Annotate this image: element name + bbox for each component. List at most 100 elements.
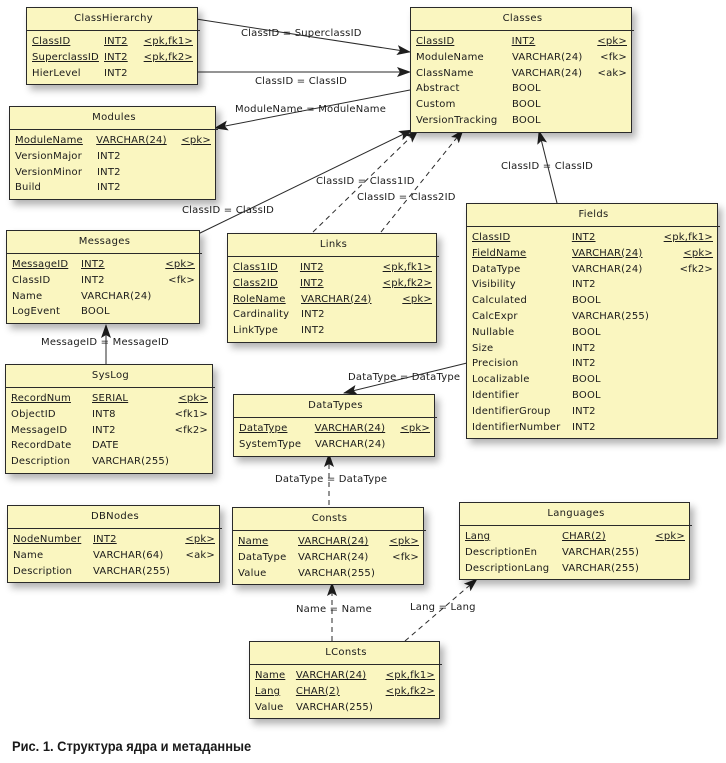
rel-label-messageid: MessageID = MessageID (41, 337, 169, 348)
column-name: ModuleName (15, 135, 83, 146)
column-name: ClassID (472, 232, 511, 243)
column-name: Nullable (472, 326, 515, 338)
column-key: <fk1> (174, 408, 208, 420)
column-name: Abstract (416, 83, 460, 95)
table-title: SysLog (6, 365, 215, 388)
column-name: Build (15, 182, 42, 194)
column-type: VARCHAR(24) (81, 290, 152, 302)
column-type: VARCHAR(24) (295, 670, 367, 681)
column-name: DescriptionLang (465, 562, 550, 574)
column-name: Name (13, 549, 44, 561)
column-type: INT2 (93, 534, 117, 545)
column-type: VARCHAR(255) (562, 562, 640, 574)
column-name: CalcExpr (472, 310, 518, 322)
column-key: <fk> (392, 551, 419, 563)
column-type: VARCHAR(255) (572, 310, 650, 322)
column-key: <pk,fk2> (382, 277, 432, 289)
column-name: ClassName (416, 67, 474, 79)
column-type: INT2 (572, 421, 596, 433)
column-name: Class1ID (233, 262, 278, 273)
column-row[interactable]: CalcExpr VARCHAR(255) (472, 309, 713, 325)
rel-line-lconsts-languages (404, 578, 478, 642)
column-name: Description (13, 565, 73, 577)
column-name: ObjectID (11, 408, 56, 420)
rel-label-fields-classid: ClassID = ClassID (501, 161, 594, 172)
rel-line-fields-datatypes (343, 362, 468, 395)
column-type: INT2 (92, 424, 116, 436)
column-row[interactable]: DescriptionLang VARCHAR(255) (465, 561, 685, 577)
column-type: INT2 (571, 232, 596, 243)
column-key: <pk,fk1> (143, 36, 193, 47)
